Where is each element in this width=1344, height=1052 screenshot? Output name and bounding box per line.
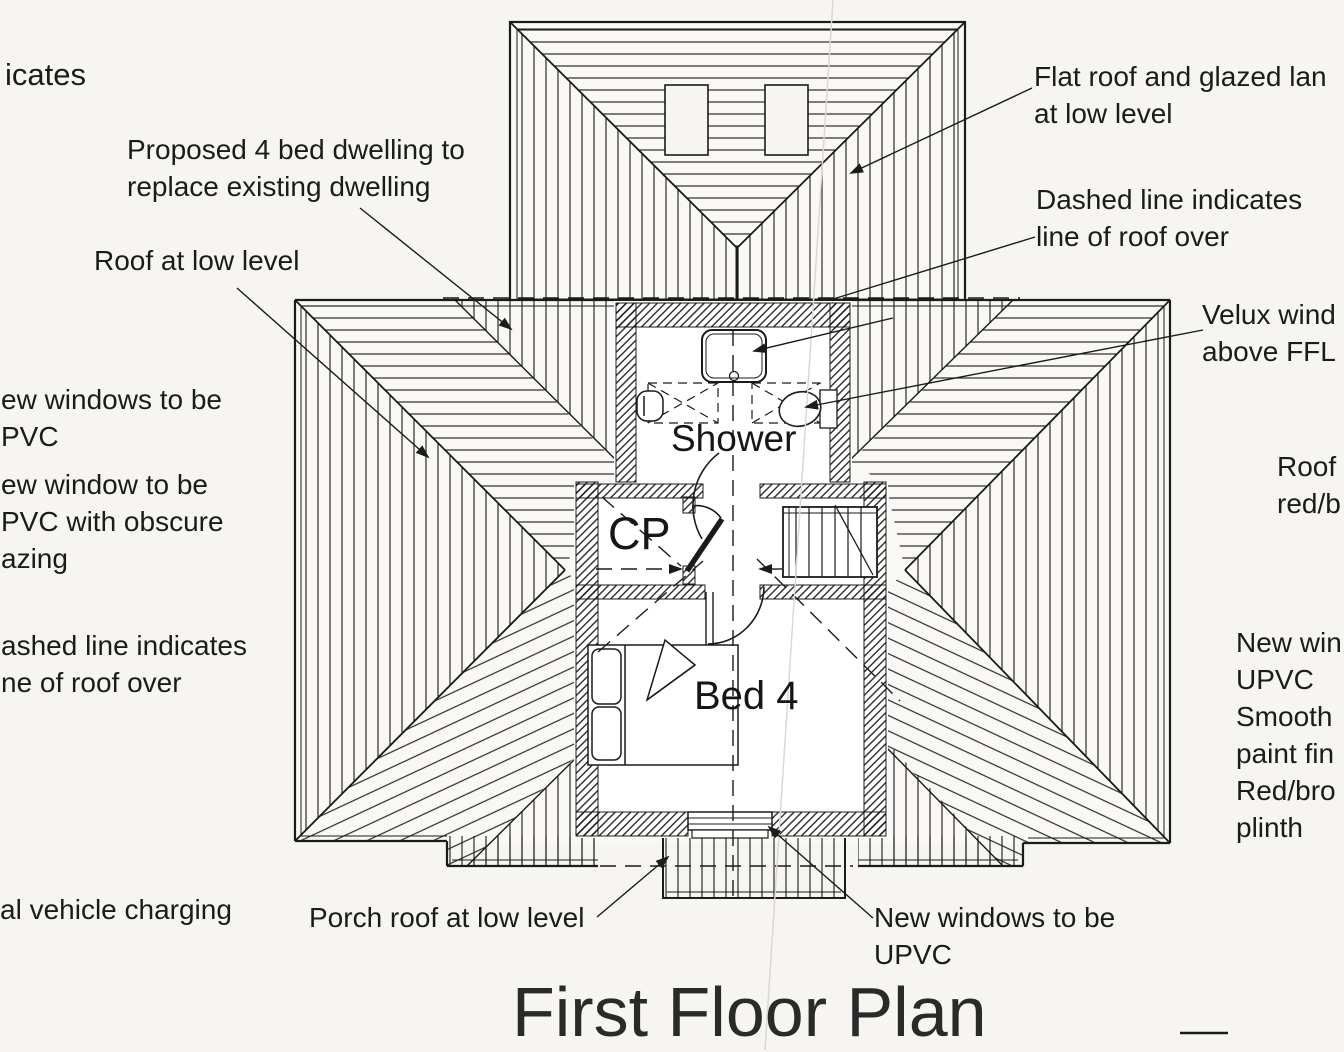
- annotation-line: ew window to be: [1, 469, 209, 500]
- annotation-velux-window: Velux wind above FFL: [1202, 296, 1336, 370]
- bed4-window: [687, 811, 773, 839]
- annotation-materials-right: New win UPVC Smooth paint fin Red/bro pl…: [1236, 624, 1342, 846]
- annotation-new-windows-upvc-bottom: New windows to be UPVC: [874, 899, 1115, 973]
- room-label-shower: Shower: [671, 418, 797, 459]
- annotation-dashed-line-right: Dashed line indicates line of roof over: [1036, 181, 1302, 255]
- annotation-line: replace existing dwelling: [127, 171, 431, 202]
- annotation-line: above FFL: [1202, 336, 1336, 367]
- leader-lines: [236, 87, 1204, 919]
- annotation-line: UPVC: [874, 939, 952, 970]
- annotation-line: UPVC: [1236, 664, 1314, 695]
- annotation-new-windows-upvc-left: ew windows to be PVC: [1, 381, 222, 455]
- dashed-roof-over-lines: [443, 297, 1020, 900]
- annotation-line: New win: [1236, 627, 1342, 658]
- annotation-line: paint fin: [1236, 738, 1335, 769]
- annotation-proposed-dwelling: Proposed 4 bed dwelling to replace exist…: [127, 131, 465, 205]
- annotation-line: Smooth: [1236, 701, 1333, 732]
- porch-roof: [662, 835, 846, 899]
- toilet-fixture: [636, 390, 664, 422]
- top-roof-block: [508, 20, 967, 307]
- annotation-line: Roof: [1277, 451, 1337, 482]
- bed: [587, 638, 739, 766]
- annotation-line: line of roof over: [1036, 221, 1229, 252]
- annotation-line: ne of roof over: [1, 667, 182, 698]
- annotation-line: Flat roof and glazed lan: [1034, 61, 1327, 92]
- annotation-line: plinth: [1236, 812, 1303, 843]
- annotation-line: Red/bro: [1236, 775, 1336, 806]
- paper-fold-line: [764, 0, 834, 1050]
- annotation-line: at low level: [1034, 98, 1173, 129]
- room-label-cp: CP: [608, 508, 671, 559]
- annotation-porch-roof: Porch roof at low level: [309, 902, 585, 933]
- first-floor-rooms: [443, 297, 1020, 900]
- annotation-line: PVC with obscure: [1, 506, 224, 537]
- annotation-line: Dashed line indicates: [1036, 184, 1303, 215]
- staircase: [782, 504, 878, 578]
- annotation-line: New windows to be: [874, 902, 1116, 933]
- door-swings: [684, 452, 765, 645]
- annotation-line: azing: [1, 543, 68, 574]
- annotation-partial-indicates: icates: [5, 57, 86, 92]
- annotation-line: Proposed 4 bed dwelling to: [127, 134, 465, 165]
- shower-tray: [701, 329, 767, 383]
- page-title: First Floor Plan: [512, 973, 987, 1051]
- annotation-line: ashed line indicates: [1, 630, 247, 661]
- annotation-vehicle-charging: al vehicle charging: [0, 894, 232, 925]
- annotation-line: red/b: [1277, 488, 1341, 519]
- annotation-roof-tiles-right: Roof red/b: [1277, 448, 1341, 522]
- room-label-bed4: Bed 4: [694, 674, 799, 718]
- roof-lantern-lights: [664, 84, 809, 156]
- annotation-line: Velux wind: [1202, 299, 1336, 330]
- annotation-flat-roof-lantern: Flat roof and glazed lan at low level: [1034, 58, 1327, 132]
- annotation-obscure-glazing-left: ew window to be PVC with obscure azing: [1, 466, 224, 577]
- annotation-line: ew windows to be: [1, 384, 223, 415]
- annotation-roof-low-level: Roof at low level: [94, 245, 300, 276]
- annotation-line: PVC: [1, 421, 59, 452]
- annotation-dashed-line-left: ashed line indicates ne of roof over: [1, 627, 247, 701]
